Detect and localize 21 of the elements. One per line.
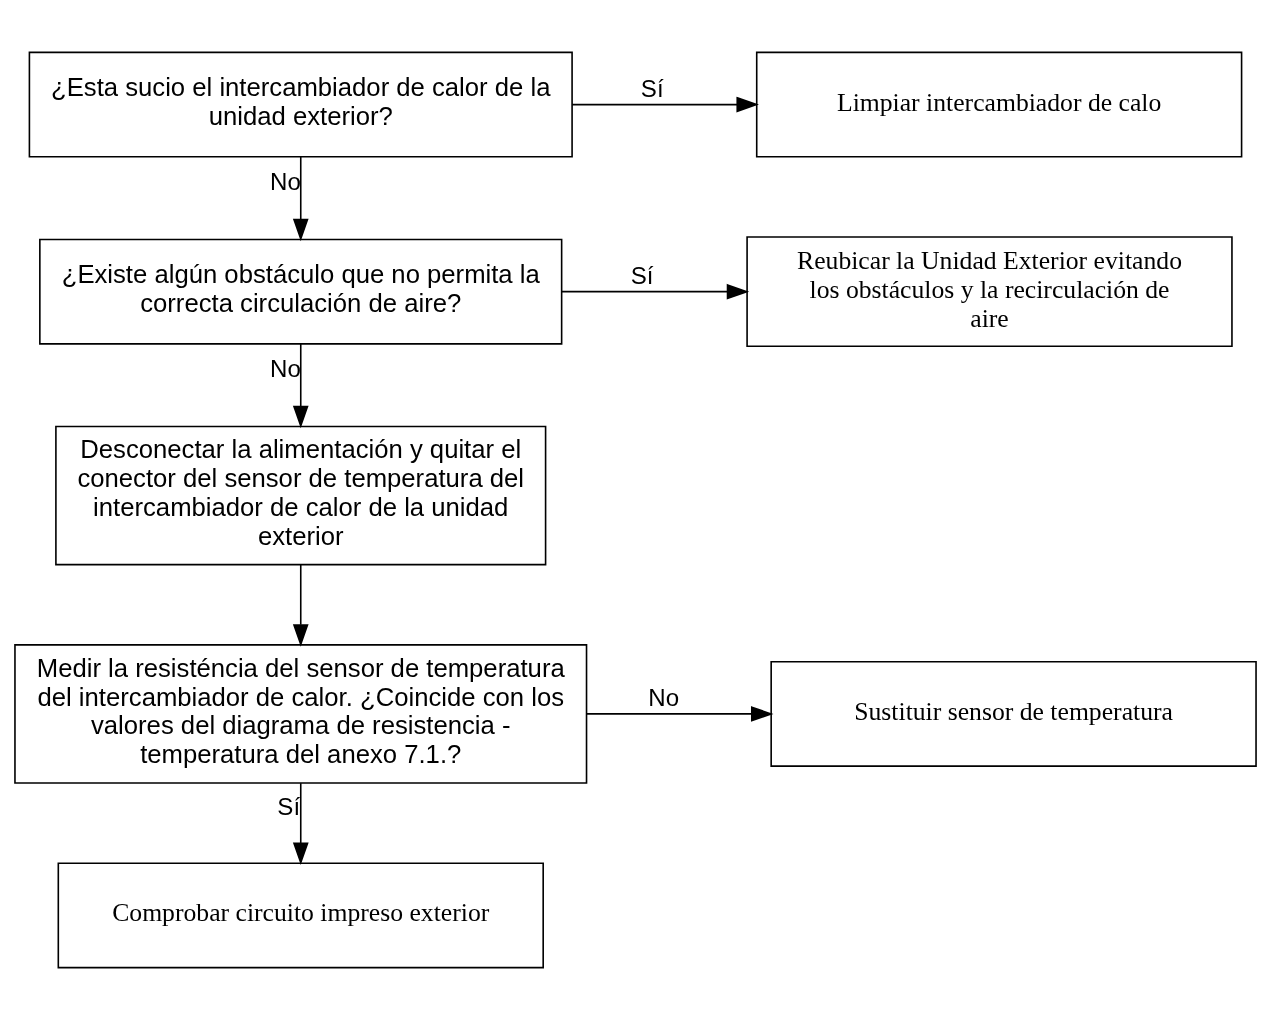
node-box: Reubicar la Unidad Exterior evitando los obstáculos y la recirculación de aire bbox=[746, 235, 1233, 347]
node-box: Comprobar circuito impreso exterior bbox=[57, 861, 544, 968]
node-box: Desconectar la alimentación y quitar el conector del sensor de temperatura del intercambiador de calor de la unidad exterior bbox=[55, 425, 547, 565]
node-box: Limpiar intercambiador de calo bbox=[755, 51, 1243, 158]
edge-label: Sí bbox=[277, 792, 301, 820]
edge-label: Sí bbox=[630, 261, 654, 289]
arrow bbox=[292, 342, 309, 428]
edge-label: Sí bbox=[640, 74, 664, 102]
edge-label: No bbox=[270, 167, 301, 195]
arrow bbox=[586, 705, 774, 722]
arrow bbox=[571, 96, 759, 112]
edge-label: No bbox=[648, 683, 680, 711]
node-box: Sustituir sensor de temperatura bbox=[770, 660, 1257, 767]
arrow bbox=[292, 155, 309, 241]
node-box: ¿Existe algún obstáculo que no permita la correcta circulación de aire? bbox=[39, 238, 563, 345]
arrow bbox=[560, 283, 750, 300]
arrow bbox=[292, 781, 309, 865]
arrow bbox=[292, 563, 309, 647]
edge-label: No bbox=[270, 354, 301, 382]
node-box: Medir la resisténcia del sensor de temperatura del intercambiador de calor. ¿Coincide con los valores del diagrama de resistencia - temperatura del anexo 7.1.? bbox=[14, 643, 588, 784]
node-box: ¿Esta sucio el intercambiador de calor de la unidad exterior? bbox=[28, 51, 573, 158]
